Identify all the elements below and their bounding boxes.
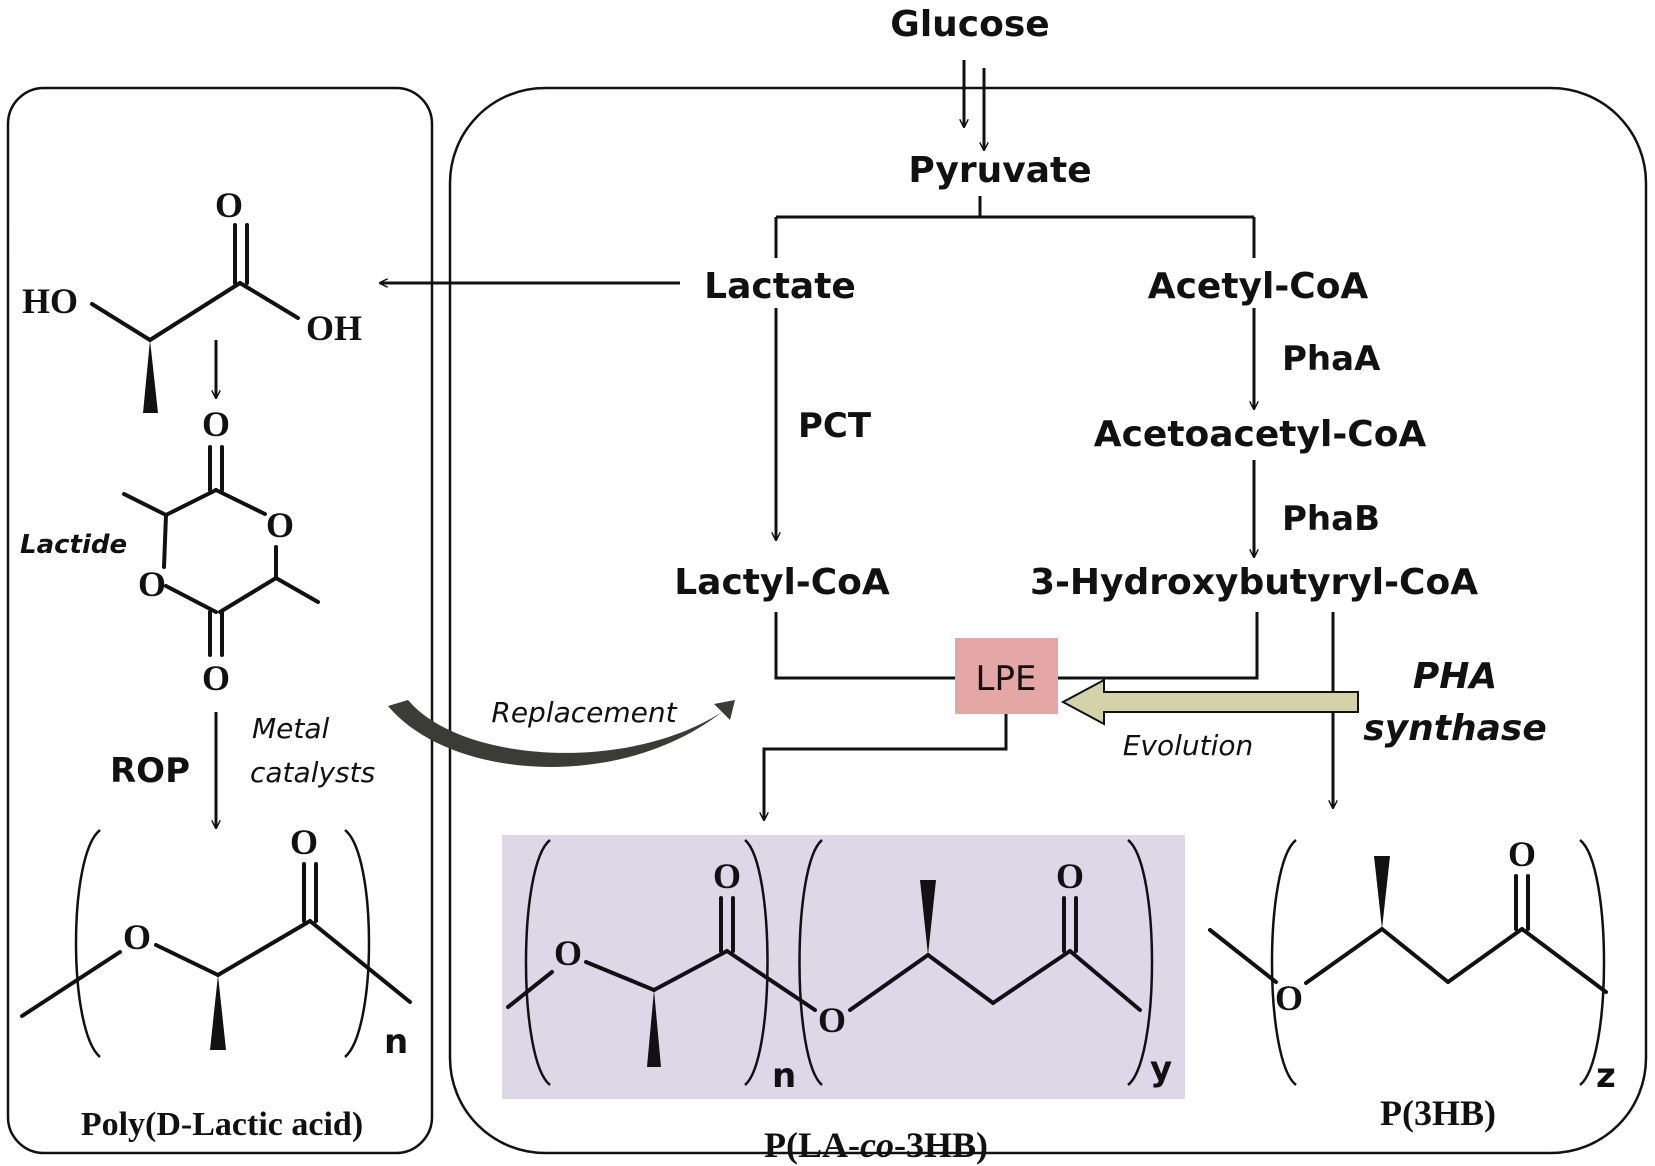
hydroxybutyryl-to-lpe-line (1058, 612, 1259, 680)
rop-label: ROP (110, 751, 190, 791)
copolymer-label-prefix: P(LA- (764, 1125, 860, 1165)
copolymer-label: P(LA-co-3HB) (764, 1125, 988, 1165)
copolymer-label-co: co (860, 1125, 894, 1165)
lactic-acid-carbonyl-o: O (215, 185, 243, 225)
lactide-structure: O O O O (122, 404, 320, 698)
pha-synthase-label-line2: synthase (1363, 708, 1547, 749)
copolymer-structure: O O O O n y (506, 839, 1172, 1096)
lactide-bottom-o: O (202, 658, 230, 698)
lactide-ring-o-left: O (138, 564, 166, 604)
lactic-acid-ho: HO (22, 281, 78, 321)
pyruvate-label: Pyruvate (908, 150, 1091, 191)
lpe-to-copolymer-arrow (764, 714, 1008, 820)
replacement-arrow (388, 700, 735, 767)
pha-a-label: PhaA (1282, 339, 1381, 379)
copolymer-ester-o-2: O (818, 1000, 846, 1040)
copolymer-label-suffix: -3HB) (894, 1125, 988, 1165)
lactic-acid-oh: OH (306, 308, 362, 348)
p3hb-label: P(3HB) (1380, 1093, 1496, 1133)
glucose-label: Glucose (890, 4, 1049, 45)
copolymer-highlight (502, 835, 1185, 1099)
pdla-structure: O O n (20, 822, 412, 1062)
pdla-ester-o: O (123, 917, 151, 957)
lactate-label: Lactate (704, 266, 856, 307)
lactide-ring-o-right: O (266, 505, 294, 545)
pdla-carbonyl-o: O (290, 822, 318, 862)
left-panel (6, 86, 434, 1155)
acetoacetyl-coa-label: Acetoacetyl-CoA (1094, 414, 1427, 455)
lactide-top-o: O (202, 404, 230, 444)
p3hb-structure: O O z (1208, 834, 1616, 1096)
metal-catalysts-line1: Metal (252, 712, 330, 745)
copolymer-subscript-y: y (1150, 1049, 1172, 1089)
copolymer-carbonyl-o-1: O (713, 856, 741, 896)
right-panel (448, 86, 1648, 1155)
copolymer-subscript-n: n (772, 1056, 796, 1096)
p3hb-ester-o: O (1275, 978, 1303, 1018)
copolymer-carbonyl-o-2: O (1056, 856, 1084, 896)
pha-synthase-label-line1: PHA (1413, 656, 1497, 697)
lactide-label: Lactide (20, 530, 127, 560)
replacement-label: Replacement (491, 696, 677, 729)
lpe-label: LPE (976, 659, 1037, 699)
copolymer-ester-o-1: O (554, 933, 582, 973)
p3hb-carbonyl-o: O (1508, 834, 1536, 874)
pdla-label: Poly(D-Lactic acid) (81, 1106, 363, 1143)
metal-catalysts-line2: catalysts (250, 756, 375, 789)
evolution-label: Evolution (1123, 729, 1254, 762)
pha-b-label: PhaB (1282, 499, 1380, 539)
lactyl-to-lpe-line (774, 612, 955, 680)
pdla-subscript-n: n (384, 1022, 408, 1062)
hydroxybutyryl-coa-label: 3-Hydroxybutyryl-CoA (1030, 562, 1478, 603)
lactic-acid-structure: HO OH O (22, 185, 362, 413)
lpe-box (955, 638, 1058, 714)
lactyl-coa-label: Lactyl-CoA (674, 562, 890, 603)
p3hb-subscript-z: z (1596, 1056, 1616, 1096)
evolution-arrow (1060, 678, 1359, 726)
pct-label: PCT (798, 406, 872, 446)
acetyl-coa-label: Acetyl-CoA (1148, 266, 1369, 307)
